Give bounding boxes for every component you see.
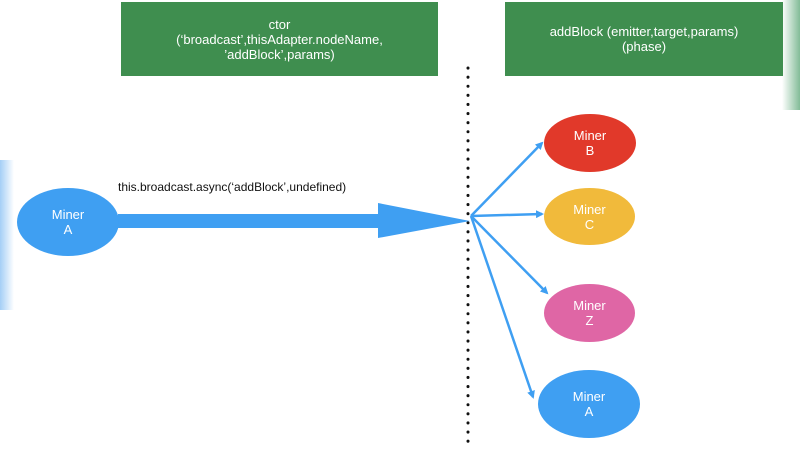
- miner-b-line-1: Miner: [573, 128, 607, 143]
- ctor-box: ctor (‘broadcast’,thisAdapter.nodeName, …: [121, 2, 438, 76]
- ctor-box-line-3: ’addBlock’,params): [224, 46, 335, 62]
- broadcast-arrow-head: [378, 203, 470, 238]
- ctor-box-line-2: (‘broadcast’,thisAdapter.nodeName,: [176, 31, 383, 47]
- miner-c-line-2: C: [584, 216, 595, 232]
- miner-z-line-2: Z: [585, 313, 594, 328]
- arrow-to-miner-z: [470, 215, 549, 295]
- addblock-box-line-1: addBlock (emitter,target,params): [549, 24, 739, 39]
- miner-a-sender-line-1: Miner: [51, 207, 85, 222]
- right-edge-glow: [782, 0, 800, 110]
- miner-a-receiver-node: Miner A: [538, 370, 640, 438]
- miner-b-line-2: B: [585, 143, 595, 158]
- miner-a-sender-node: Miner A: [17, 188, 119, 256]
- miner-c-line-1: Miner: [573, 201, 606, 217]
- arrow-to-miner-b: [470, 141, 544, 217]
- miner-a-sender-line-2: A: [63, 222, 73, 237]
- miner-z-node: Miner Z: [544, 284, 635, 342]
- miner-b-node: Miner B: [544, 114, 636, 172]
- arrow-to-miner-a: [469, 215, 535, 399]
- miner-a-receiver-line-2: A: [584, 404, 594, 419]
- miner-z-line-1: Miner: [573, 298, 606, 313]
- ctor-box-line-1: ctor: [268, 16, 291, 32]
- broadcast-arrow-shaft: [118, 214, 380, 228]
- miner-a-receiver-line-1: Miner: [572, 389, 606, 404]
- addblock-box-line-2: (phase): [621, 39, 667, 54]
- addblock-box: addBlock (emitter,target,params) (phase): [505, 2, 783, 76]
- miner-c-node: Miner C: [544, 188, 635, 245]
- broadcast-call-label: this.broadcast.async(‘addBlock’,undefine…: [118, 180, 347, 194]
- arrow-to-miner-c: [470, 210, 544, 219]
- left-edge-glow: [0, 160, 14, 310]
